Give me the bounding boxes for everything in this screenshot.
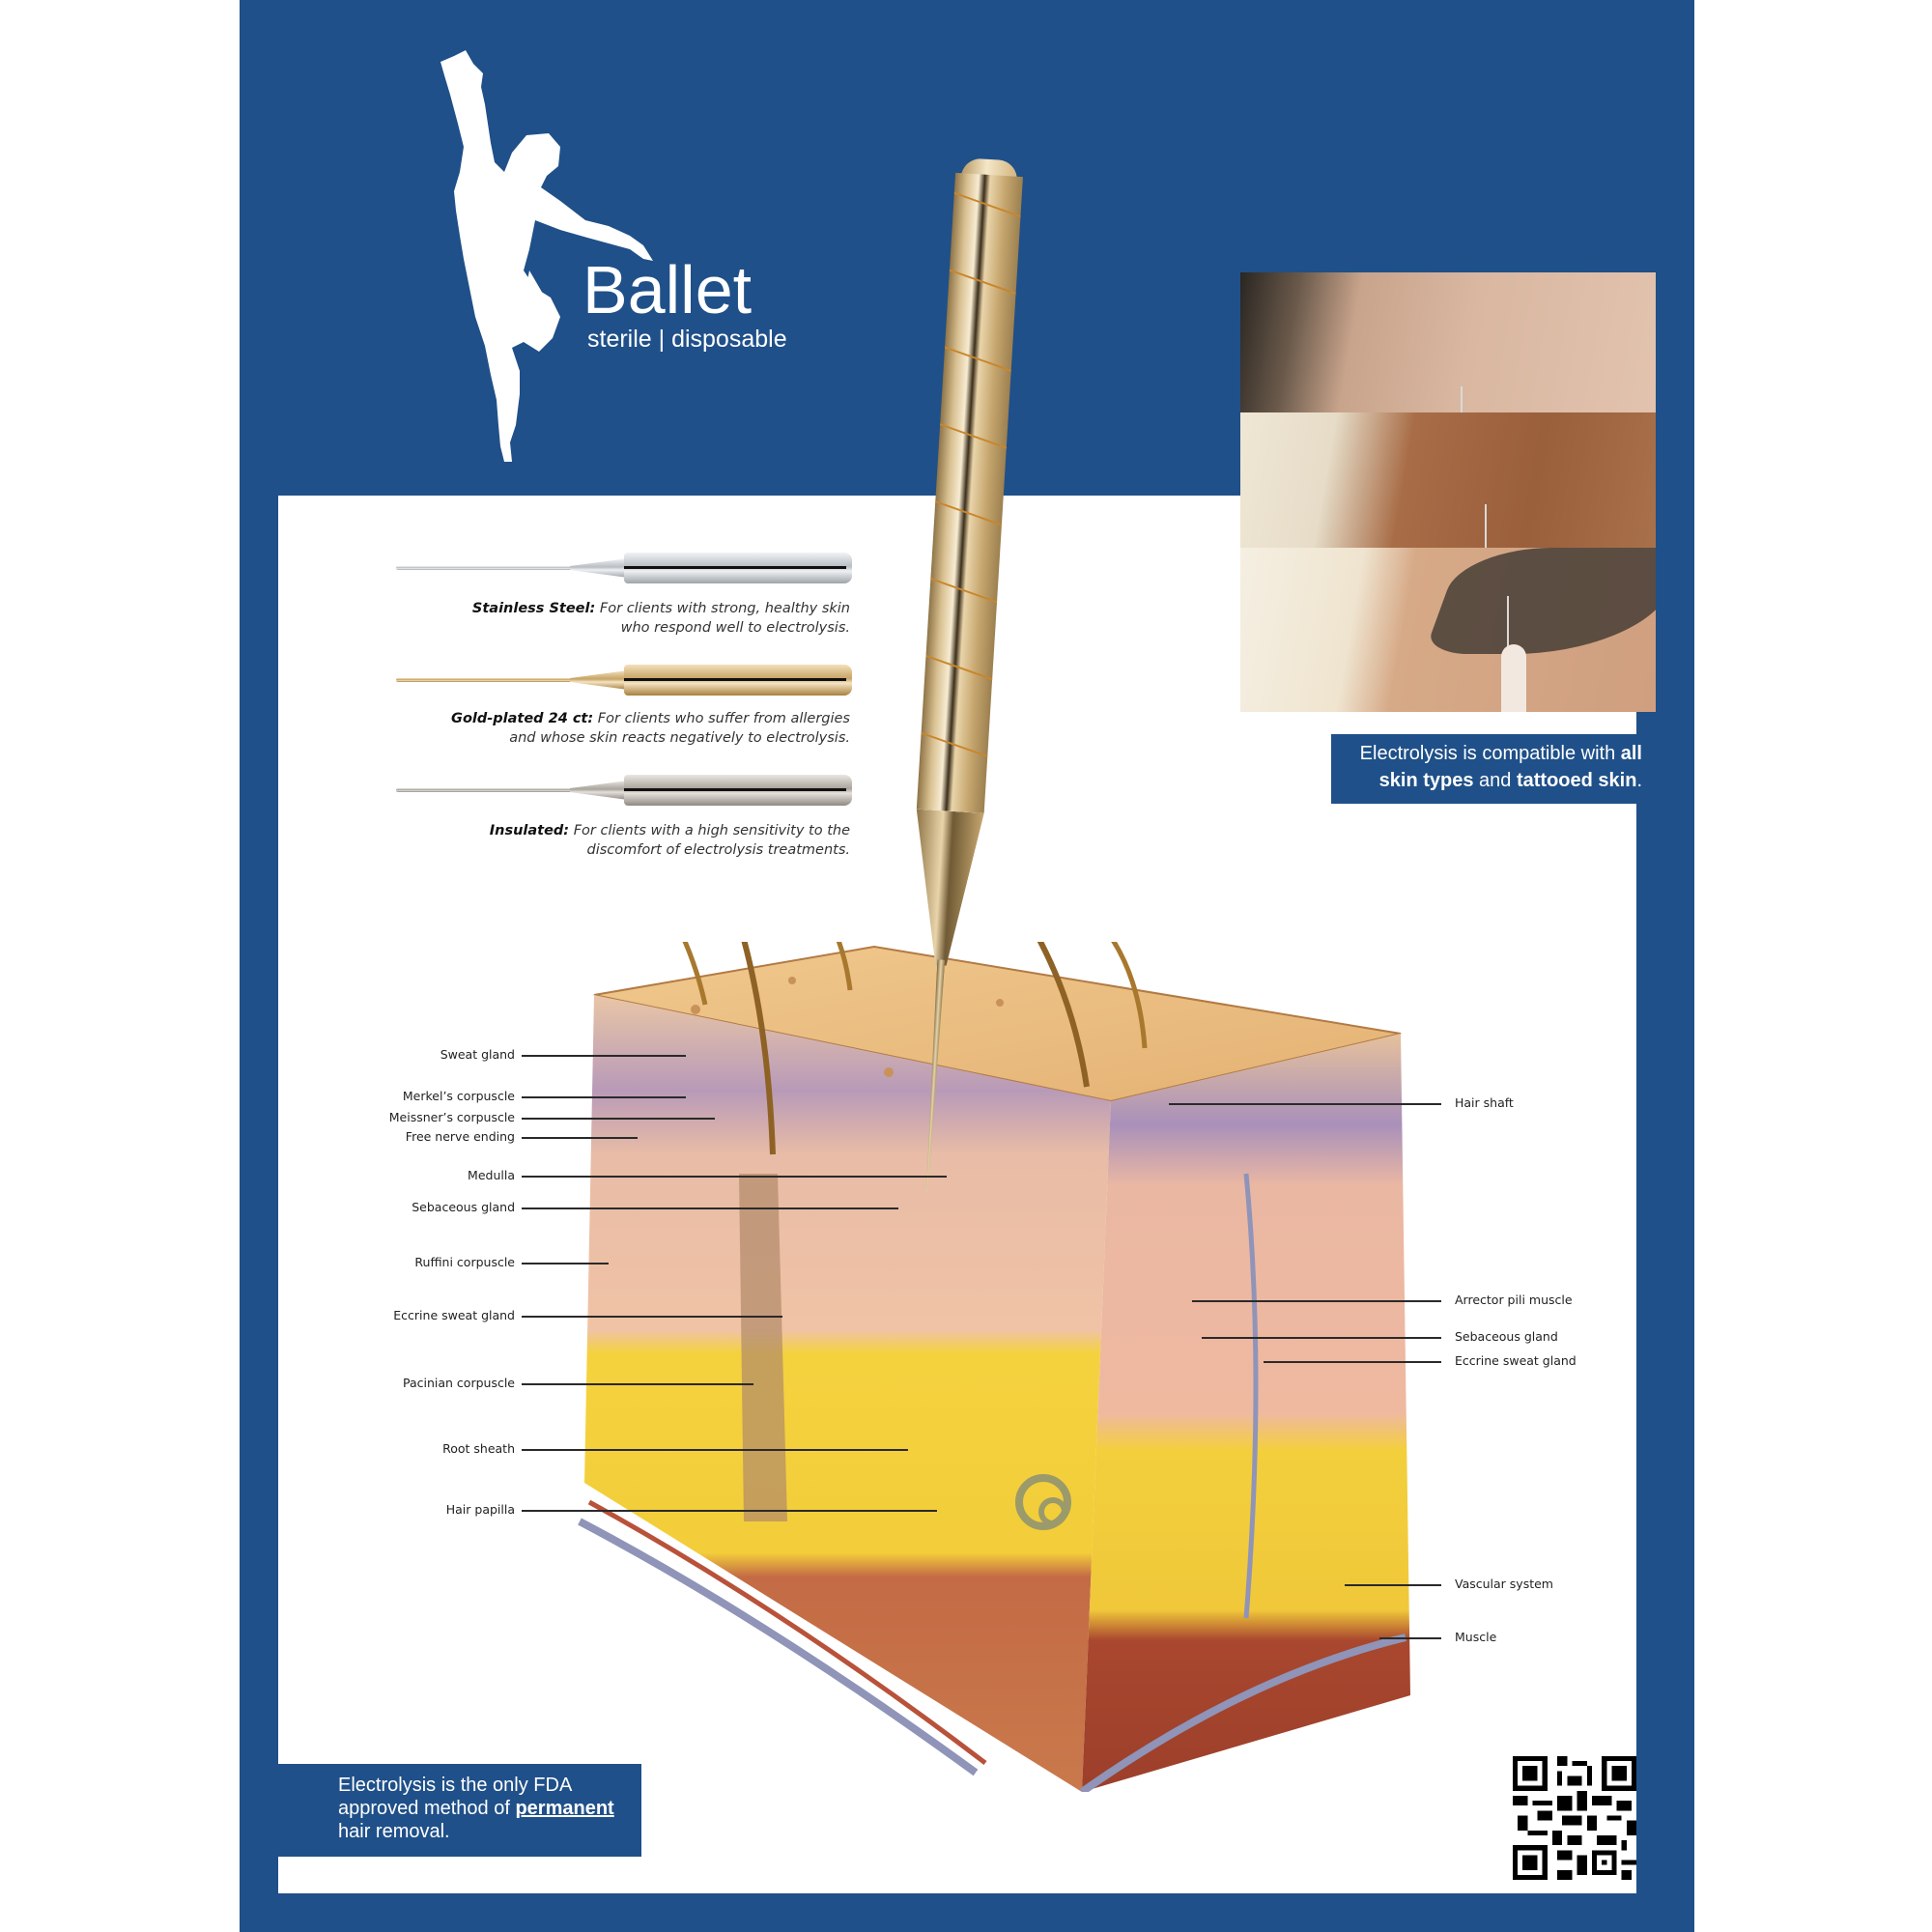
brand-name: Ballet [582, 252, 753, 327]
needle-tip [396, 566, 589, 570]
needle-desc-line: and whose skin reacts negatively to elec… [509, 730, 850, 746]
label-root-sheath: Root sheath [442, 1441, 515, 1456]
leader-line [522, 1383, 753, 1385]
needle-desc-line: who respond well to electrolysis. [620, 620, 850, 636]
label-muscle: Muscle [1455, 1630, 1497, 1644]
leader-line [1379, 1637, 1441, 1639]
label-pacinian-corpuscle: Pacinian corpuscle [403, 1376, 515, 1390]
label-hair-shaft: Hair shaft [1455, 1095, 1514, 1110]
label-meissners-corpuscle: Meissner’s corpuscle [388, 1110, 515, 1124]
needle-stripe [921, 731, 988, 758]
probe-needle-icon [1461, 386, 1463, 412]
needle-insulated-image [396, 771, 852, 810]
label-merkels-corpuscle: Merkel’s corpuscle [402, 1089, 515, 1103]
caption-text: Electrolysis is compatible with [1359, 743, 1621, 764]
fda-text-line: approved method of [338, 1798, 516, 1819]
needle-desc-line: For clients with a high sensitivity to t… [573, 823, 850, 838]
label-sebaceous-gland-left: Sebaceous gland [412, 1200, 515, 1214]
needle-stripe [949, 269, 1016, 295]
leader-line [1202, 1337, 1441, 1339]
skin-compatibility-callout: Electrolysis is compatible with all skin… [1331, 734, 1658, 804]
probe-needle-icon [1485, 504, 1487, 548]
needle-body [624, 665, 852, 696]
needle-stripe [944, 346, 1011, 372]
needle-name: Insulated: [489, 823, 570, 838]
leader-line [522, 1208, 898, 1209]
label-ruffini-corpuscle: Ruffini corpuscle [414, 1255, 515, 1269]
leader-line [1169, 1103, 1441, 1105]
caption-text: and [1473, 770, 1517, 791]
label-free-nerve-ending: Free nerve ending [405, 1129, 515, 1144]
leader-line [522, 1137, 638, 1139]
label-eccrine-sweat-gland-left: Eccrine sweat gland [393, 1308, 515, 1322]
label-vascular-system: Vascular system [1455, 1577, 1553, 1591]
fda-emphasis-permanent: permanent [515, 1798, 614, 1819]
needle-tip [396, 788, 589, 792]
needle-stripe [935, 500, 1002, 526]
leader-line [1345, 1584, 1441, 1586]
fda-text-line: Electrolysis is the only FDA [338, 1775, 573, 1796]
label-eccrine-sweat-gland-right: Eccrine sweat gland [1455, 1353, 1577, 1368]
needle-neck [570, 558, 628, 578]
needle-stripe [940, 423, 1007, 449]
needle-desc-line: For clients who suffer from allergies [597, 711, 850, 726]
dark-skin-probe-photo [1240, 412, 1656, 548]
needle-description-gold: Gold-plated 24 ct: For clients who suffe… [348, 709, 850, 748]
leader-line [522, 1096, 686, 1098]
leader-line [522, 1176, 947, 1178]
fda-text-line: hair removal. [338, 1821, 450, 1842]
leader-line [1192, 1300, 1441, 1302]
needle-neck [570, 781, 628, 800]
fda-callout: Electrolysis is the only FDA approved me… [278, 1764, 641, 1857]
caption-text: . [1636, 770, 1642, 791]
ballerina-silhouette-icon [440, 50, 653, 462]
needle-description-insulated: Insulated: For clients with a high sensi… [348, 821, 850, 860]
label-arrector-pili-muscle: Arrector pili muscle [1455, 1293, 1573, 1307]
needle-name: Gold-plated 24 ct: [451, 711, 594, 726]
probe-handle-icon [1501, 644, 1526, 712]
needle-taper [907, 810, 984, 968]
leader-line [522, 1510, 937, 1512]
leader-line [522, 1118, 715, 1120]
caption-emphasis-skin-types: skin types [1378, 770, 1474, 791]
needle-stainless-steel-image [396, 549, 852, 587]
needle-name: Stainless Steel: [471, 601, 596, 616]
leader-line [522, 1263, 609, 1264]
needle-neck [570, 670, 628, 690]
caption-emphasis-all: all [1620, 743, 1642, 764]
needle-body [624, 775, 852, 806]
skin-cross-section-diagram [578, 942, 1410, 1792]
brand-tagline: sterile | disposable [587, 326, 787, 353]
tattoo-shape [1423, 548, 1656, 654]
needle-stripe [930, 578, 998, 604]
label-sweat-gland: Sweat gland [440, 1047, 515, 1062]
label-medulla: Medulla [468, 1168, 515, 1182]
label-hair-papilla: Hair papilla [445, 1502, 515, 1517]
leader-line [1264, 1361, 1441, 1363]
probe-needle-icon [1507, 596, 1509, 649]
needle-desc-line: For clients with strong, healthy skin [599, 601, 850, 616]
needle-body [624, 553, 852, 583]
needle-tip [396, 678, 589, 682]
leader-line [522, 1449, 908, 1451]
caption-emphasis-tattooed-skin: tattooed skin [1516, 770, 1637, 791]
leader-line [522, 1316, 782, 1318]
needle-description-steel: Stainless Steel: For clients with strong… [348, 599, 850, 638]
needle-desc-line: discomfort of electrolysis treatments. [586, 842, 850, 858]
leader-line [522, 1055, 686, 1057]
light-skin-probe-photo [1240, 272, 1656, 412]
needle-stripe [953, 191, 1021, 218]
needle-stripe [925, 654, 993, 681]
qr-code-icon[interactable] [1513, 1756, 1636, 1880]
label-sebaceous-gland-right: Sebaceous gland [1455, 1329, 1558, 1344]
needle-gold-plated-image [396, 661, 852, 699]
tattooed-skin-probe-photo [1240, 548, 1656, 712]
skin-type-photos [1240, 272, 1656, 712]
